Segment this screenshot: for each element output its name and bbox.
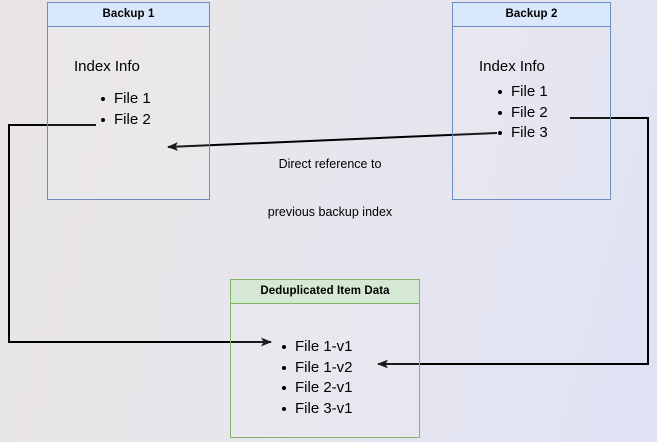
backup-1-index-info-label: Index Info — [74, 58, 140, 75]
node-backup-2-body: Index Info File 1 File 2 File 3 — [453, 27, 610, 199]
backup-2-file-list: File 1 File 2 File 3 — [498, 82, 548, 144]
node-backup-2-header: Backup 2 — [453, 3, 610, 27]
list-item: File 1-v2 — [282, 358, 353, 379]
node-backup-1-header: Backup 1 — [48, 3, 209, 27]
list-item: File 1 — [498, 82, 548, 103]
deduplicated-file-list: File 1-v1 File 1-v2 File 2-v1 File 3-v1 — [282, 337, 353, 419]
edge-label-line-1: Direct reference to — [278, 157, 382, 171]
node-backup-1[interactable]: Backup 1 Index Info File 1 File 2 — [47, 2, 210, 200]
node-deduplicated-item-data[interactable]: Deduplicated Item Data File 1-v1 File 1-… — [230, 279, 420, 438]
list-item: File 2 — [101, 110, 151, 131]
backup-1-file-list: File 1 File 2 — [101, 89, 151, 130]
list-item: File 2-v1 — [282, 378, 353, 399]
edge-backup1-to-dedup — [8, 124, 272, 347]
backup-2-index-info-label: Index Info — [479, 58, 545, 75]
node-backup-1-body: Index Info File 1 File 2 — [48, 27, 209, 199]
edge-backup2-to-dedup — [377, 117, 649, 369]
edge-backup2-index-reference-to-backup1 — [167, 132, 498, 151]
node-backup-2[interactable]: Backup 2 Index Info File 1 File 2 File 3 — [452, 2, 611, 200]
list-item: File 1-v1 — [282, 337, 353, 358]
list-item: File 3-v1 — [282, 399, 353, 420]
edge-label-line-2: previous backup index — [267, 205, 393, 219]
node-deduplicated-item-data-header: Deduplicated Item Data — [231, 280, 419, 304]
list-item: File 1 — [101, 89, 151, 110]
node-deduplicated-item-data-body: File 1-v1 File 1-v2 File 2-v1 File 3-v1 — [231, 304, 419, 437]
list-item: File 2 — [498, 103, 548, 124]
list-item: File 3 — [498, 123, 548, 144]
edge-label-direct-reference: Direct reference to previous backup inde… — [250, 124, 410, 252]
